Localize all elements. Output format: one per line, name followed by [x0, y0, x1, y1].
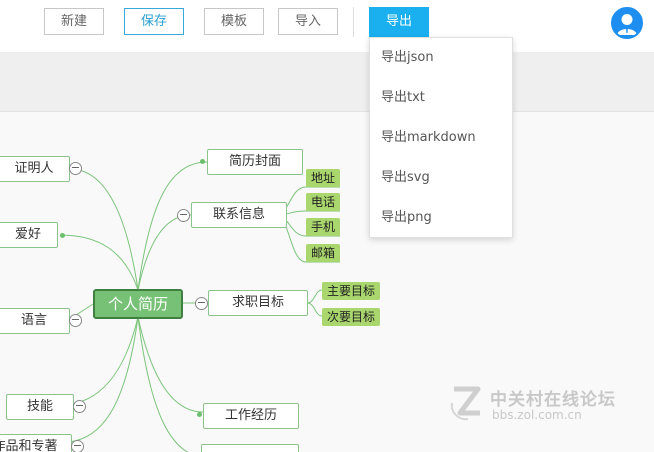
export-button[interactable]: 导出: [369, 7, 429, 37]
root-node[interactable]: 个人简历: [93, 289, 183, 319]
connector-dot: [197, 412, 202, 417]
watermark-subtitle: bbs.zol.com.cn: [492, 408, 582, 422]
template-button[interactable]: 模板: [204, 8, 264, 35]
zol-logo-icon: [450, 386, 481, 421]
export-dropdown-menu: 导出json 导出txt 导出markdown 导出svg 导出png: [369, 37, 513, 238]
collapse-icon[interactable]: −: [73, 399, 86, 413]
node-referee[interactable]: 证明人: [0, 156, 70, 182]
collapse-icon[interactable]: −: [195, 296, 208, 310]
import-button[interactable]: 导入: [278, 8, 338, 35]
connector-dot: [60, 233, 65, 238]
node-hobby[interactable]: 爱好: [0, 222, 58, 248]
node-language[interactable]: 语言: [0, 308, 70, 334]
export-png-item[interactable]: 导出png: [381, 210, 432, 225]
node-works[interactable]: 作品和专著: [0, 434, 72, 452]
node-more[interactable]: [201, 444, 299, 452]
mindmap-canvas[interactable]: 个人简历 证明人 − 爱好 语言 − 技能 − 作品和专著 − 简历封面 − 联…: [0, 112, 654, 452]
node-contact[interactable]: 联系信息: [191, 202, 287, 228]
watermark-title: 中关村在线论坛: [490, 390, 616, 410]
tag-email[interactable]: 邮箱: [306, 244, 340, 262]
tag-primary-goal[interactable]: 主要目标: [322, 282, 380, 300]
collapse-icon[interactable]: −: [69, 313, 82, 327]
tag-secondary-goal[interactable]: 次要目标: [322, 308, 380, 326]
collapse-icon[interactable]: −: [71, 439, 84, 452]
toolbar-divider: [353, 7, 354, 37]
tag-mobile[interactable]: 手机: [306, 218, 340, 236]
export-svg-item[interactable]: 导出svg: [381, 170, 430, 185]
secondary-toolbar-area: [0, 52, 654, 112]
node-work-experience[interactable]: 工作经历: [203, 403, 299, 429]
node-skills[interactable]: 技能: [6, 394, 74, 420]
user-avatar[interactable]: [611, 7, 643, 39]
collapse-icon[interactable]: −: [177, 208, 190, 222]
export-txt-item[interactable]: 导出txt: [381, 90, 425, 105]
node-job-goal[interactable]: 求职目标: [208, 290, 308, 316]
save-button[interactable]: 保存: [124, 8, 184, 35]
tag-address[interactable]: 地址: [306, 169, 340, 187]
export-markdown-item[interactable]: 导出markdown: [381, 130, 476, 145]
node-cover[interactable]: 简历封面: [207, 149, 303, 175]
toolbar: 新建 保存 模板 导入 导出: [0, 0, 654, 52]
tag-phone[interactable]: 电话: [306, 193, 340, 211]
connector-dot: [200, 159, 205, 164]
new-button[interactable]: 新建: [44, 8, 104, 35]
export-json-item[interactable]: 导出json: [381, 50, 434, 65]
collapse-icon[interactable]: −: [69, 161, 82, 175]
user-icon: [613, 9, 641, 37]
